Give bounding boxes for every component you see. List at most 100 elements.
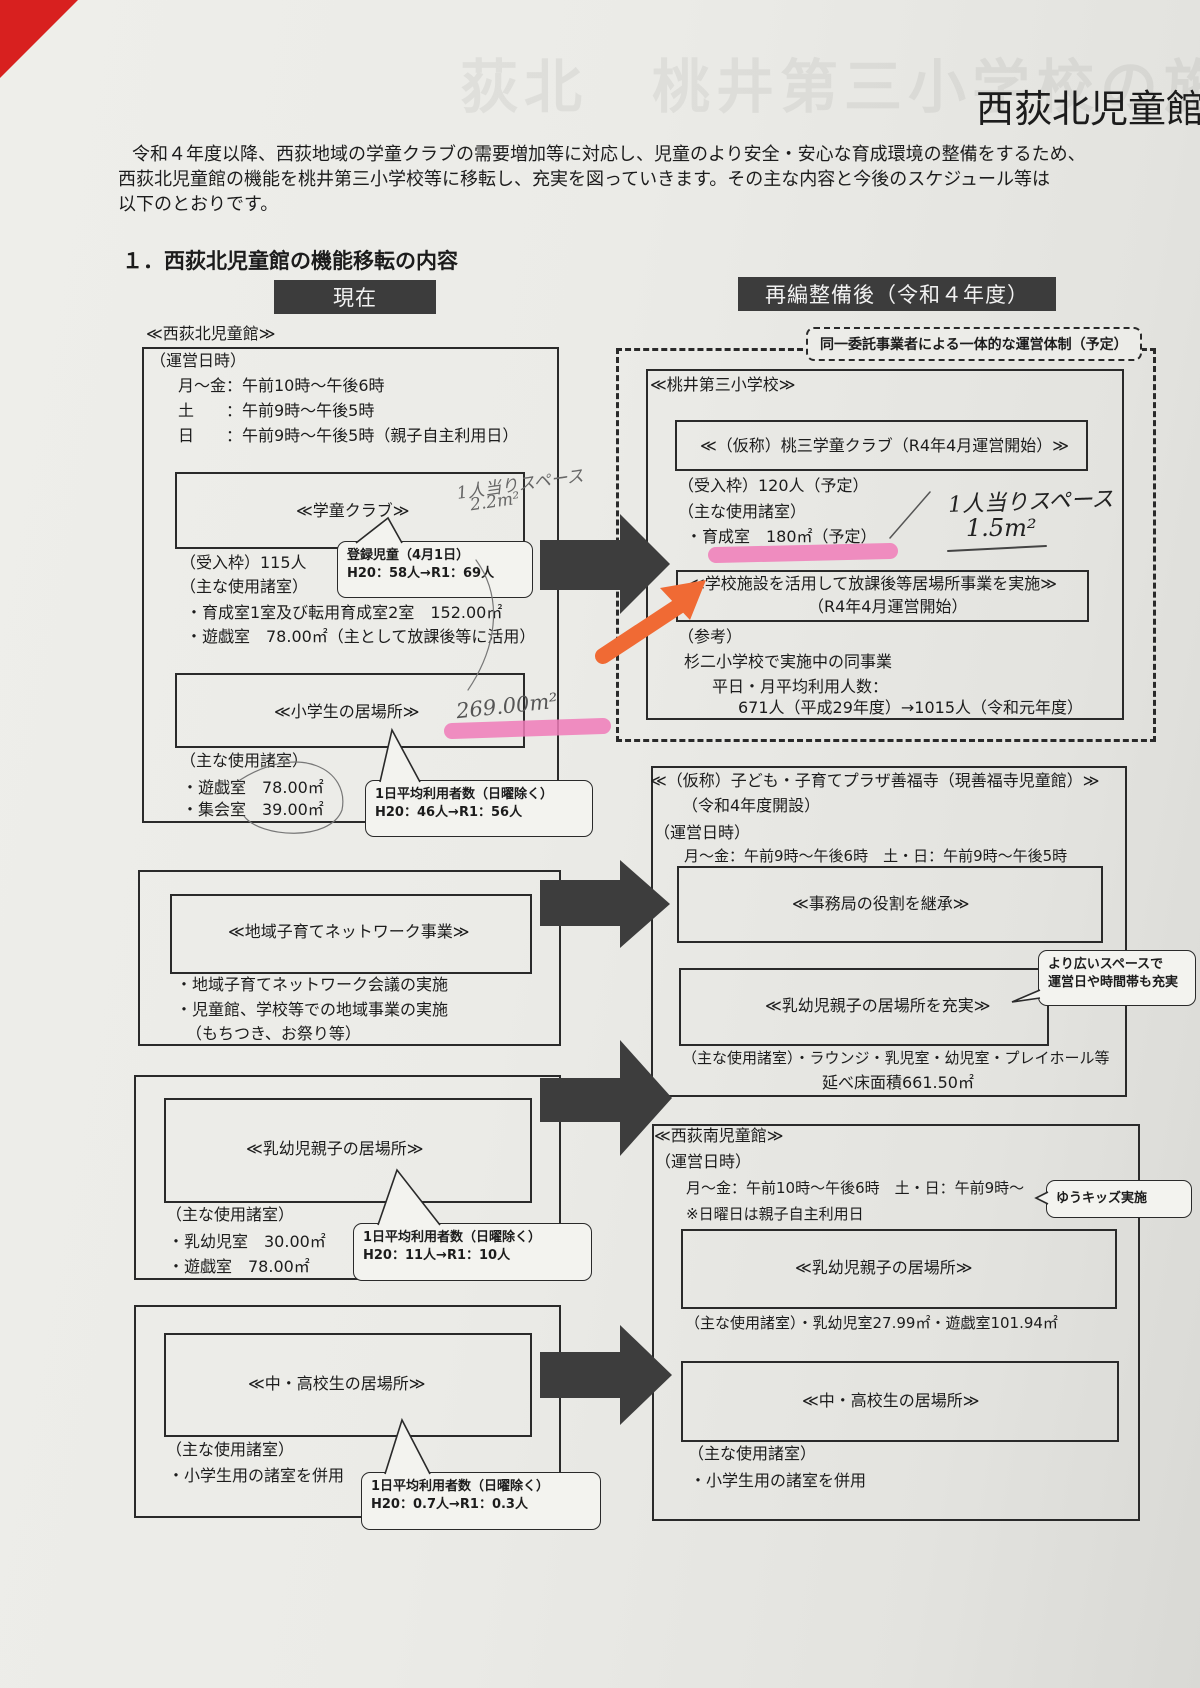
pen-curve-club xyxy=(467,559,495,691)
south-teen-box xyxy=(681,1361,1119,1442)
intro-paragraph: 令和４年度以降、西荻地域の学童クラブの需要増加等に対応し、児童のより安全・安心な… xyxy=(118,142,1178,217)
transfer-arrow-infant xyxy=(540,1040,672,1156)
transfer-arrows xyxy=(540,514,672,1425)
south-infant-rooms: （主な使用諸室）・乳幼児室27.99㎡・遊戯室101.94㎡ xyxy=(685,1314,1058,1332)
south-box xyxy=(652,1124,1140,1521)
highlight-area xyxy=(444,718,611,739)
school-club-room: ・育成室 180㎡（予定） xyxy=(686,527,877,546)
document-title: 西荻北児童館 xyxy=(976,87,1200,131)
reference-line-1: 杉二小学校で実施中の同事業 xyxy=(684,652,893,671)
plaza-infant-note: より広いスペースで 運営日や時間帯も充実 xyxy=(1038,950,1196,1006)
plaza-floor-area: 延べ床面積661.50㎡ xyxy=(822,1073,974,1092)
plaza-note-tail xyxy=(1011,989,1041,1003)
kitahall-hours-title: （運営日時） xyxy=(150,351,247,370)
south-teen-title: ≪中・高校生の居場所≫ xyxy=(802,1391,980,1410)
club-room-2: ・遊戯室 78.00㎡（主として放課後等に活用） xyxy=(186,627,536,646)
reference-title: （参考） xyxy=(678,627,743,646)
intro-line-1: 令和４年度以降、西荻地域の学童クラブの需要増加等に対応し、児童のより安全・安心な… xyxy=(132,144,1086,165)
kids-note-tail xyxy=(1034,1191,1049,1205)
teen-bubble-line-2: H20：0.7人→R1：0.3人 xyxy=(371,1497,528,1512)
network-outer-box xyxy=(138,870,561,1046)
network-item-2: ・児童館、学校等での地域事業の実施 xyxy=(176,1000,449,1019)
pen-circle-rooms xyxy=(239,761,344,834)
intro-line-3: 以下のとおりです。 xyxy=(118,194,279,215)
elementary-title: ≪小学生の居場所≫ xyxy=(274,702,420,721)
infant-outer-box xyxy=(134,1075,561,1280)
plaza-infant-title: ≪乳幼児親子の居場所を充実≫ xyxy=(765,996,991,1015)
elementary-room-1: ・遊戯室 78.00㎡ xyxy=(182,778,324,797)
plaza-hours-title: （運営日時） xyxy=(654,823,751,842)
south-infant-box xyxy=(681,1229,1117,1309)
south-label: ≪西荻南児童館≫ xyxy=(654,1126,784,1145)
infant-room-1: ・乳幼児室 30.00㎡ xyxy=(168,1232,326,1251)
elementary-bubble-line-1: 1日平均利用者数（日曜除く） xyxy=(375,787,554,802)
transfer-arrow-club xyxy=(540,514,670,614)
south-hours: 月～金：午前10時～午後6時 土・日：午前9時～ xyxy=(686,1179,1025,1197)
south-hours-title: （運営日時） xyxy=(655,1152,752,1171)
plaza-note-line-1: より広いスペースで xyxy=(1048,957,1164,972)
elementary-box xyxy=(175,673,525,748)
unified-operation-label: 同一委託事業者による一体的な運営体制（予定） xyxy=(806,327,1142,361)
kitahall-hours-sun: 日 ：午前9時～午後5時（親子自主利用日） xyxy=(178,426,519,445)
bleed-through-heading: 荻北 桃井第三小学校の施設 xyxy=(460,53,1200,121)
plaza-rooms: （主な使用諸室）・ラウンジ・乳児室・幼児室・プレイホール等 xyxy=(682,1049,1110,1067)
elementary-room-2: ・集会室 39.00㎡ xyxy=(182,800,324,819)
teen-title-box xyxy=(164,1333,532,1437)
club-registered-bubble: 登録児童（4月1日） H20：58人→R1：69人 xyxy=(337,541,533,598)
elementary-bubble-line-2: H20：46人→R1：56人 xyxy=(375,805,523,820)
school-club-box xyxy=(675,420,1088,471)
school-club-title: ≪（仮称）桃三学童クラブ（R4年4月運営開始）≫ xyxy=(700,436,1069,455)
teen-users-bubble: 1日平均利用者数（日曜除く） H20：0.7人→R1：0.3人 xyxy=(361,1472,601,1530)
network-title-box xyxy=(170,894,532,974)
plaza-infant-box xyxy=(679,968,1049,1046)
orange-arrow-shaft xyxy=(595,592,696,664)
reference-line-2: 平日・月平均利用人数： xyxy=(712,677,889,696)
club-title: ≪学童クラブ≫ xyxy=(296,501,410,520)
club-room-1: ・育成室1室及び転用育成室2室 152.00㎡ xyxy=(186,603,503,622)
plaza-label: ≪（仮称）子ども・子育てプラザ善福寺（現善福寺児童館）≫ xyxy=(650,771,1100,790)
column-header-after: 再編整備後（令和４年度） xyxy=(738,277,1056,311)
pen-pointer xyxy=(889,491,931,539)
teen-rooms-title: （主な使用諸室） xyxy=(166,1440,295,1459)
club-bubble-line-1: 登録児童（4月1日） xyxy=(347,548,470,563)
teen-outer-box xyxy=(134,1305,561,1518)
bubble-tails xyxy=(355,516,1049,1475)
infant-title-box xyxy=(164,1098,532,1203)
highlight-nursery-room xyxy=(708,543,898,563)
teen-room-1: ・小学生用の諸室を併用 xyxy=(168,1466,345,1485)
teen-title: ≪中・高校生の居場所≫ xyxy=(248,1374,426,1393)
after-school-title: ≪学校施設を活用して放課後等居場所事業を実施≫ xyxy=(688,574,1058,593)
south-teen-rooms-title: （主な使用諸室） xyxy=(688,1444,817,1463)
teen-bubble-tail xyxy=(384,1417,431,1475)
markup xyxy=(239,491,1047,834)
teen-bubble-line-1: 1日平均利用者数（日曜除く） xyxy=(371,1479,550,1494)
infant-room-2: ・遊戯室 78.00㎡ xyxy=(168,1257,310,1276)
kitahall-hours-weekday: 月～金：午前10時～午後6時 xyxy=(178,376,385,395)
infant-title: ≪乳幼児親子の居場所≫ xyxy=(246,1139,424,1158)
plaza-opening: （令和4年度開設） xyxy=(682,796,821,815)
school-club-capacity: （受入枠）120人（予定） xyxy=(678,476,869,495)
handwritten-per-person-value: 1.5m² xyxy=(966,514,1037,542)
plaza-box xyxy=(651,766,1127,1097)
after-school-start: （R4年4月運営開始） xyxy=(808,597,968,616)
kitahall-label: ≪西荻北児童館≫ xyxy=(146,324,276,343)
red-folder-corner xyxy=(0,0,78,78)
infant-users-bubble: 1日平均利用者数（日曜除く） H20：11人→R1：10人 xyxy=(353,1223,592,1281)
office-box xyxy=(677,866,1103,943)
infant-bubble-line-1: 1日平均利用者数（日曜除く） xyxy=(363,1230,542,1245)
club-capacity: （受入枠）115人 xyxy=(180,553,307,572)
elementary-users-bubble: 1日平均利用者数（日曜除く） H20：46人→R1：56人 xyxy=(365,780,593,837)
south-sunday-note: ※日曜日は親子自主利用日 xyxy=(686,1205,864,1223)
pen-underline xyxy=(947,545,1047,552)
network-item-1: ・地域子育てネットワーク会議の実施 xyxy=(176,975,449,994)
elementary-rooms-title: （主な使用諸室） xyxy=(180,751,309,770)
transfer-arrow-network xyxy=(540,860,670,948)
section-title: １．西荻北児童館の機能移転の内容 xyxy=(122,249,458,273)
network-item-3: （もちつき、お祭り等） xyxy=(186,1024,361,1043)
club-bubble-line-2: H20：58人→R1：69人 xyxy=(347,566,495,581)
infant-rooms-title: （主な使用諸室） xyxy=(166,1205,295,1224)
plaza-hours: 月～金：午前9時～午後6時 土・日：午前9時～午後5時 xyxy=(684,847,1068,865)
infant-bubble-tail xyxy=(377,1168,441,1226)
infant-bubble-line-2: H20：11人→R1：10人 xyxy=(363,1248,511,1263)
